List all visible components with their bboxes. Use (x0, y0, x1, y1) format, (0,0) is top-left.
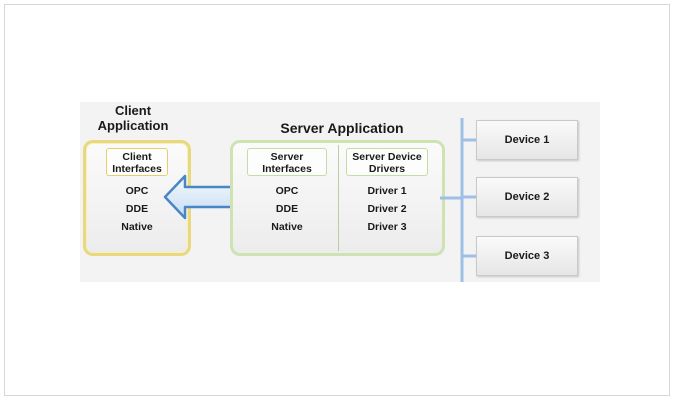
client-interface-item: Native (121, 221, 153, 233)
device-box: Device 2 (476, 177, 578, 217)
server-device-drivers-header: Server Device Drivers (346, 148, 428, 176)
server-interface-item: OPC (275, 185, 299, 197)
image-frame (4, 4, 670, 396)
device-box: Device 3 (476, 236, 578, 276)
client-interface-list: OPC DDE Native (106, 182, 168, 236)
drivers-header-line1: Server Device (352, 151, 422, 163)
client-interfaces-line1: Client (122, 151, 152, 163)
client-title-line2: Application (97, 117, 169, 133)
client-title-line1: Client (114, 103, 152, 118)
server-interface-list: OPC DDE Native (247, 182, 327, 236)
client-interfaces-line2: Interfaces (112, 163, 162, 175)
device-bus-connector (440, 118, 478, 282)
drivers-header-line2: Drivers (368, 163, 406, 175)
client-interface-item: OPC (125, 185, 149, 197)
driver-item: Driver 1 (367, 185, 407, 197)
server-interfaces-header: Server Interfaces (247, 148, 327, 176)
device-box: Device 1 (476, 120, 578, 160)
client-application-title: Client Application (92, 103, 174, 134)
driver-list: Driver 1 Driver 2 Driver 3 (346, 182, 428, 236)
server-application-title: Server Application (280, 120, 404, 136)
server-interfaces-line2: Interfaces (262, 163, 312, 175)
server-interface-item: Native (271, 221, 303, 233)
driver-item: Driver 2 (367, 203, 407, 215)
server-interface-item: DDE (275, 203, 299, 215)
client-interface-item: DDE (125, 203, 149, 215)
server-interfaces-line1: Server (270, 151, 304, 163)
driver-item: Driver 3 (367, 221, 407, 233)
client-interfaces-header: Client Interfaces (106, 148, 168, 176)
server-divider (338, 145, 339, 251)
